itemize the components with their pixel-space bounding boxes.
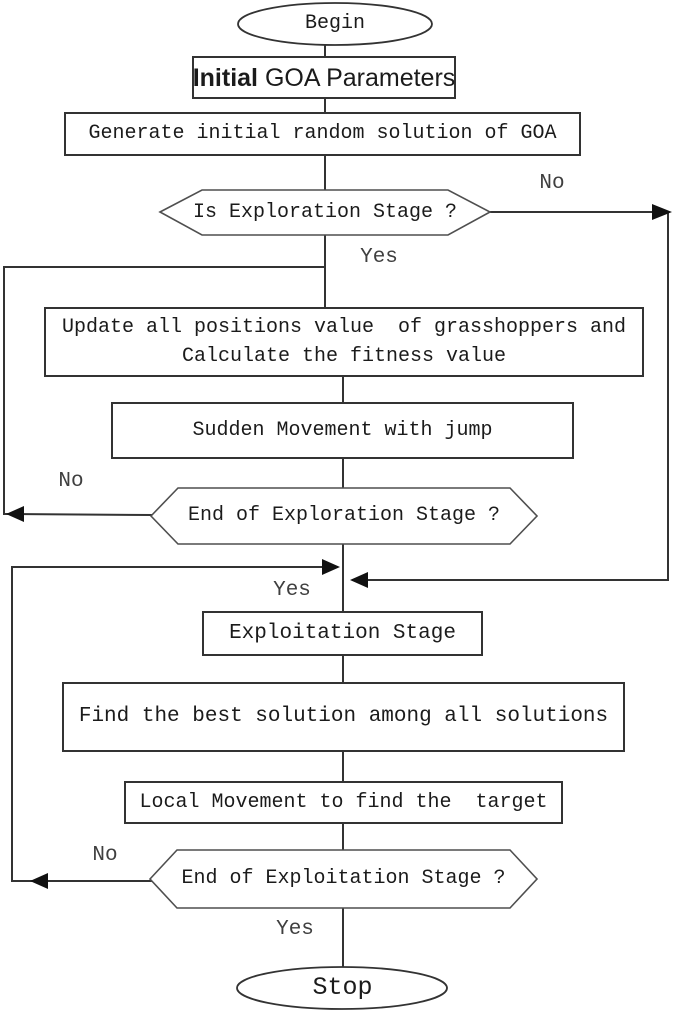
generate-box-shape [64,112,581,156]
init-params-label-bold: Initial [192,63,258,92]
stop-terminator-shape [236,966,448,1010]
edge-decision1-no-branch [352,211,669,581]
edge-end-exploration-no-loop [3,266,325,516]
arrowhead-into-merge-from-right [350,572,368,588]
update-positions-label-line2: Calculate the fitness value [181,345,507,368]
is-exploration-label: Is Exploration Stage ? [192,200,458,224]
update-positions-box-shape [44,307,644,377]
end-exploration-label: End of Exploration Stage ? [187,504,501,527]
arrowhead-into-merge-from-left [322,559,340,575]
edge-end-exploitation-no-loop [11,566,338,882]
init-params-label-rest: GOA Parameters [258,63,456,92]
end-exploration-decision-shape [149,487,539,545]
sudden-movement-box-shape [111,402,574,459]
edge-label-exploration-no: No [539,171,565,195]
arrowhead-right-corner [652,204,672,220]
init-params-box-shape [192,56,456,99]
exploitation-label: Exploitation Stage [229,621,456,645]
sudden-movement-label: Sudden Movement with jump [192,418,493,442]
arrowhead-exploitation-loop-left [30,873,48,889]
end-exploitation-label: End of Exploitation Stage ? [181,867,506,890]
arrowhead-exploration-loop-left [6,506,24,522]
local-movement-box-shape [124,781,563,824]
begin-terminator-shape [237,2,433,46]
edge-label-exploration-yes: Yes [360,245,398,269]
is-exploration-decision-shape [158,189,492,236]
edge-label-end-exploration-no: No [58,469,84,493]
begin-label: Begin [304,12,365,35]
edge-label-end-exploitation-no: No [92,843,118,867]
find-best-box-shape [62,682,625,752]
end-exploitation-decision-shape [148,849,539,909]
exploitation-box-shape [202,611,483,656]
find-best-label: Find the best solution among all solutio… [78,705,609,729]
local-movement-label: Local Movement to find the target [139,790,548,814]
edge-label-merge-yes: Yes [273,578,311,602]
update-positions-label-line1: Update all positions value of grasshoppe… [61,316,627,339]
stop-label: Stop [312,973,373,1002]
generate-label: Generate initial random solution of GOA [88,122,557,145]
edge-label-end-exploitation-yes: Yes [276,917,314,941]
update-positions-label: Update all positions value of grasshoppe… [45,308,643,376]
init-params-label: Initial GOA Parameters [192,57,456,98]
